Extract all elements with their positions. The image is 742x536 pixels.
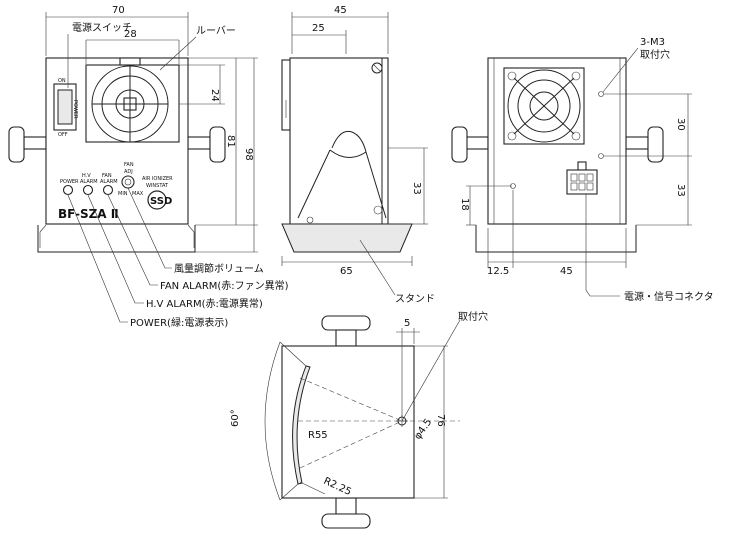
- rear-view: 3-M3 取付穴 30 33 18 12.5 45 電源・信号コネクタ: [451, 37, 714, 303]
- knob-label-1: FAN: [124, 162, 134, 168]
- callout-hv-alarm: H.V ALARM(赤:電源異常): [146, 297, 263, 310]
- screw-label-2: 取付穴: [640, 48, 670, 61]
- power-switch: ON OFF POWER: [53, 78, 78, 138]
- dim-side-25: 25: [312, 23, 325, 34]
- louver-label: ルーバー: [196, 25, 236, 37]
- dim-rear-18: 18: [459, 198, 470, 211]
- rear-right-knob: [625, 126, 664, 163]
- left-knob: [8, 126, 47, 163]
- brand-line-1: AIR IONIZER: [142, 176, 173, 182]
- svg-text:SSD: SSD: [150, 196, 172, 207]
- led-row: POWER H.V ALARM FAN ALARM: [60, 173, 118, 196]
- dim-stand-angle: 60°: [230, 409, 241, 427]
- power-led-icon: [62, 184, 74, 196]
- dim-front-width: 70: [112, 5, 125, 16]
- front-callout-leaders: [67, 187, 172, 323]
- callout-fan-knob: 風量調節ボリューム: [174, 262, 264, 275]
- hv-alarm-led-icon: [82, 184, 94, 196]
- model-name: BF-SZA Ⅱ: [58, 207, 119, 221]
- dim-rear-12-5: 12.5: [487, 266, 509, 277]
- dim-side-depth: 45: [334, 5, 347, 16]
- front-fan-grille: [85, 57, 180, 143]
- dim-stand-5: 5: [404, 318, 410, 329]
- knob-label-2: ADJ: [124, 169, 133, 175]
- led-hv-label-1: H.V: [82, 173, 91, 179]
- knob-max: MAX: [132, 191, 144, 197]
- dim-rear-30: 30: [675, 118, 686, 131]
- fan-alarm-led-icon: [102, 184, 114, 196]
- dim-rear-45: 45: [560, 266, 573, 277]
- connector-icon: [566, 161, 598, 195]
- callout-fan-alarm: FAN ALARM(赤:ファン異常): [160, 279, 289, 292]
- dim-rear-33: 33: [675, 184, 686, 197]
- dim-side-33: 33: [411, 182, 422, 195]
- ssd-logo-icon: SSD: [147, 190, 172, 210]
- stand-label: スタンド: [395, 293, 435, 305]
- led-fan-label-1: FAN: [102, 173, 112, 179]
- dim-side-65: 65: [340, 266, 353, 277]
- dim-stand-hole: φ4.5: [412, 417, 434, 442]
- dim-stand-r55: R55: [308, 430, 328, 441]
- dim-height-81: 81: [225, 135, 236, 148]
- fan-adjust-knob: FAN ADJ MIN MAX: [118, 162, 144, 197]
- led-fan-label-2: ALARM: [100, 179, 118, 185]
- right-knob: [187, 126, 226, 163]
- rear-screw-hole-2: [598, 153, 604, 159]
- brand-line-2: WINSTAT: [146, 183, 169, 189]
- switch-text: POWER: [72, 100, 78, 119]
- screw-label-1: 3-M3: [640, 37, 665, 48]
- stand-detail: 60° 取付穴 5 R55 φ4.5 76 R2.25: [230, 310, 488, 529]
- dim-height-98: 98: [243, 148, 254, 161]
- rear-left-knob: [451, 126, 489, 163]
- callout-power-led: POWER(緑:電源表示): [130, 316, 228, 329]
- power-switch-label: 電源スイッチ: [72, 21, 132, 34]
- switch-on-label: ON: [58, 78, 66, 84]
- dim-louver-width: 28: [124, 29, 137, 40]
- switch-off-label: OFF: [58, 132, 68, 138]
- led-power-label: POWER: [60, 179, 79, 185]
- rear-screw-hole-1: [598, 91, 604, 97]
- rear-fan-icon: [503, 67, 585, 145]
- dim-stand-76: 76: [435, 414, 446, 427]
- knob-min: MIN: [118, 191, 128, 197]
- led-hv-label-2: ALARM: [80, 179, 98, 185]
- connector-label: 電源・信号コネクタ: [624, 290, 714, 303]
- dim-louver-height: 24: [209, 89, 220, 102]
- side-screw-icon: [371, 62, 383, 74]
- side-view: 45 25 33 65 スタンド: [281, 5, 435, 305]
- front-view: ON OFF POWER POWER H.V ALARM FAN ALARM F…: [8, 5, 258, 253]
- stand-hole-label: 取付穴: [458, 310, 488, 323]
